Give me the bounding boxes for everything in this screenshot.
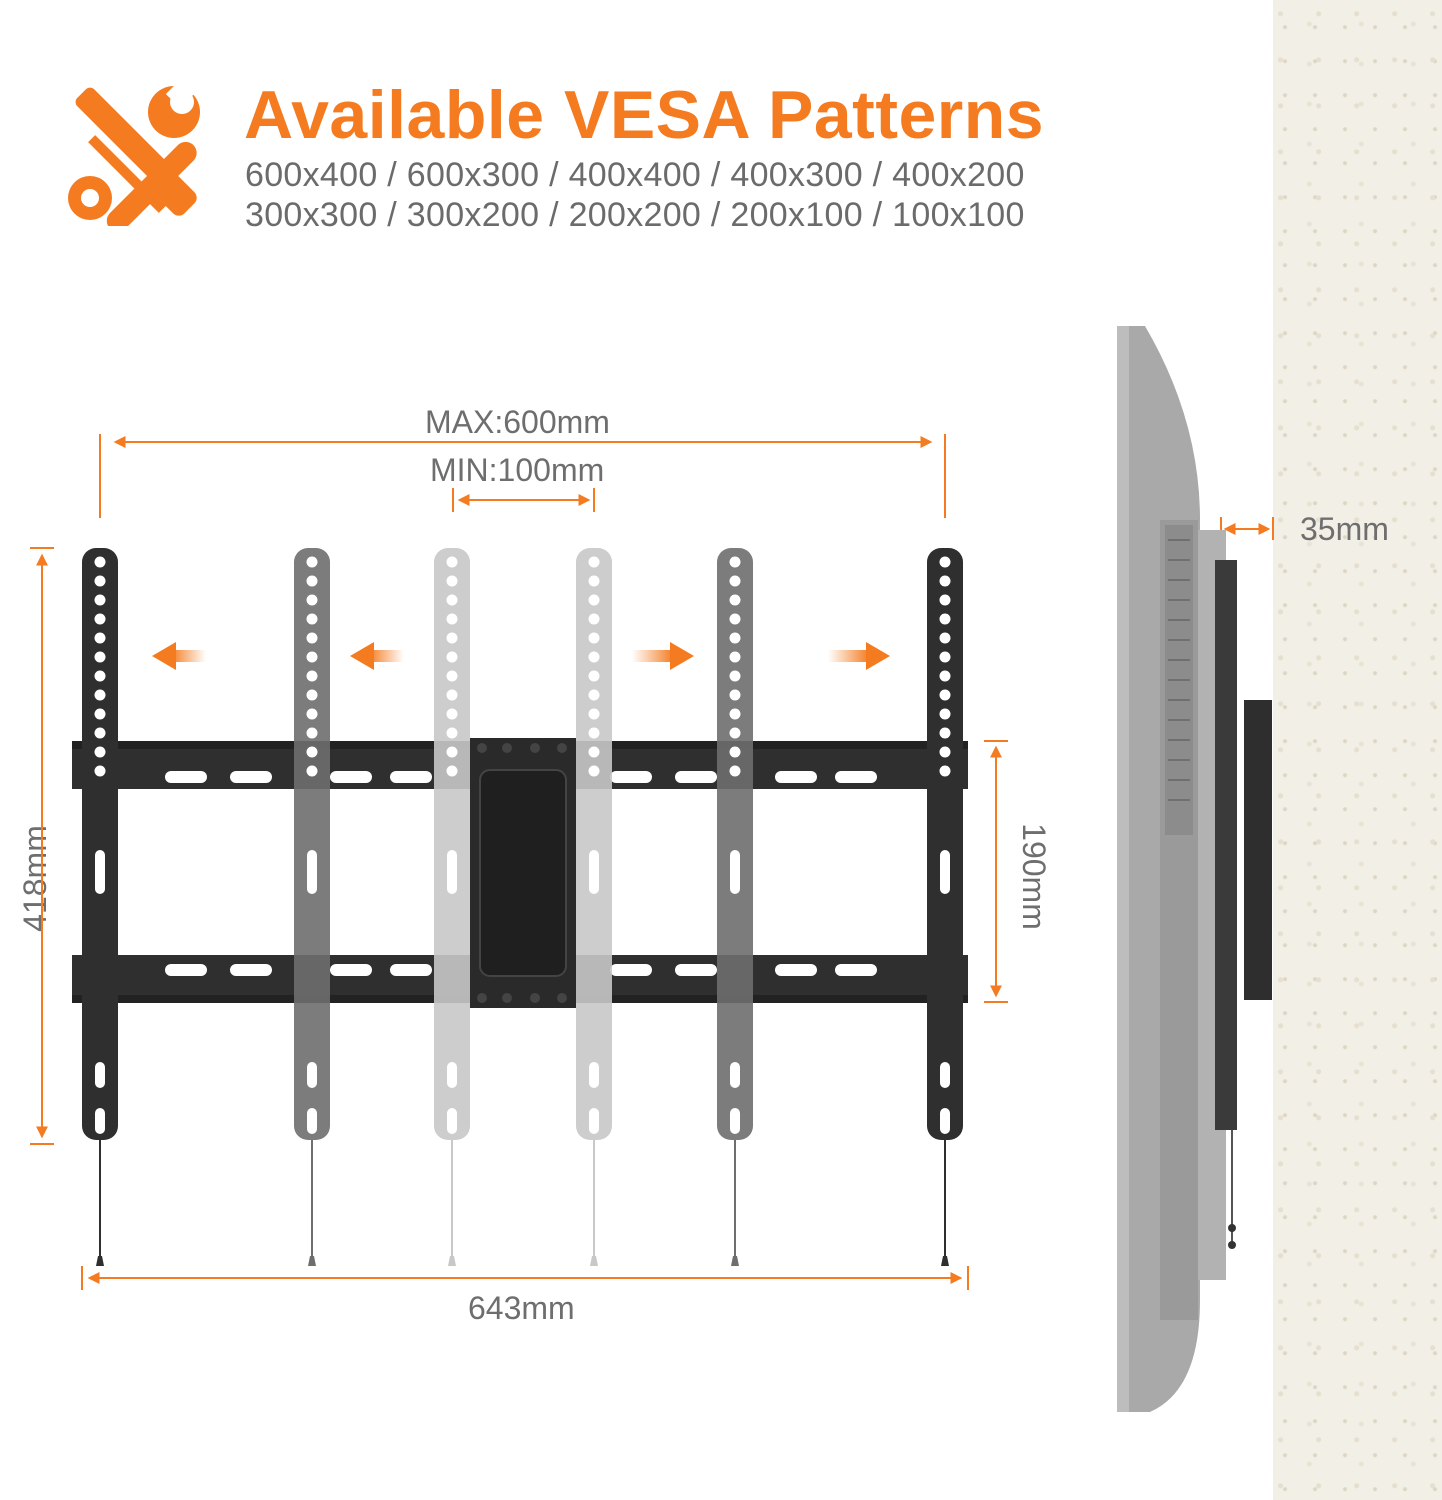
vertical-arm — [434, 548, 470, 1266]
vesa-patterns-line-1: 600x400 / 600x300 / 400x400 / 400x300 / … — [245, 156, 1025, 194]
wrench-screwdriver-icon — [68, 84, 200, 226]
wall-texture — [1273, 0, 1442, 1500]
wall-profile-label: 35mm — [1300, 511, 1389, 547]
vertical-arms — [82, 548, 963, 1266]
total-width-label: 643mm — [468, 1290, 575, 1326]
dimension-lines — [30, 434, 1274, 1290]
min-width-label: MIN:100mm — [430, 452, 605, 488]
vesa-patterns-line-2: 300x300 / 300x200 / 200x200 / 200x100 / … — [245, 196, 1025, 234]
vertical-arm — [294, 548, 330, 1266]
max-width-label: MAX:600mm — [425, 404, 610, 440]
vertical-arm — [82, 548, 118, 1266]
vertical-arm — [927, 548, 963, 1266]
vertical-arm — [576, 548, 612, 1266]
wall-plate-rails — [72, 738, 968, 1008]
page-title: Available VESA Patterns — [244, 77, 1045, 153]
vertical-arm — [717, 548, 753, 1266]
slide-arrows — [152, 642, 890, 670]
tv-side-profile — [1117, 326, 1272, 1412]
